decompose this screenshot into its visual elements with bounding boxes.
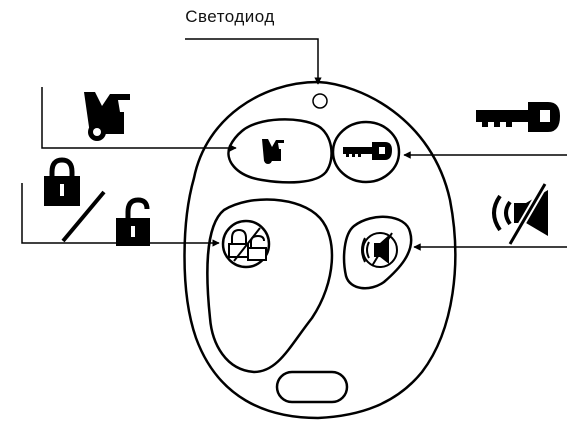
lock-legend-icon [44,157,80,206]
unlock-legend-icon [116,197,150,246]
trunk-button[interactable] [227,118,333,184]
trunk-legend-icon [84,92,130,141]
mute-speaker-icon [361,232,398,268]
key-legend-icon [476,102,560,132]
led-label: Светодиод [185,7,275,26]
lock-unlock-button[interactable] [206,198,334,374]
speaker-mute-legend-icon [492,182,549,246]
key-icon [343,142,392,160]
trunk-leader-line [41,87,237,152]
trunk-icon [262,139,284,164]
led-indicator [312,93,328,109]
led-leader-line [185,38,322,85]
keyring-slot [275,370,349,404]
lock-unlock-icon [221,219,271,269]
lock-leader-line [21,183,220,247]
ignition-button[interactable] [331,120,401,184]
lock-legend-slash [61,190,106,243]
panic-button[interactable] [342,215,413,290]
